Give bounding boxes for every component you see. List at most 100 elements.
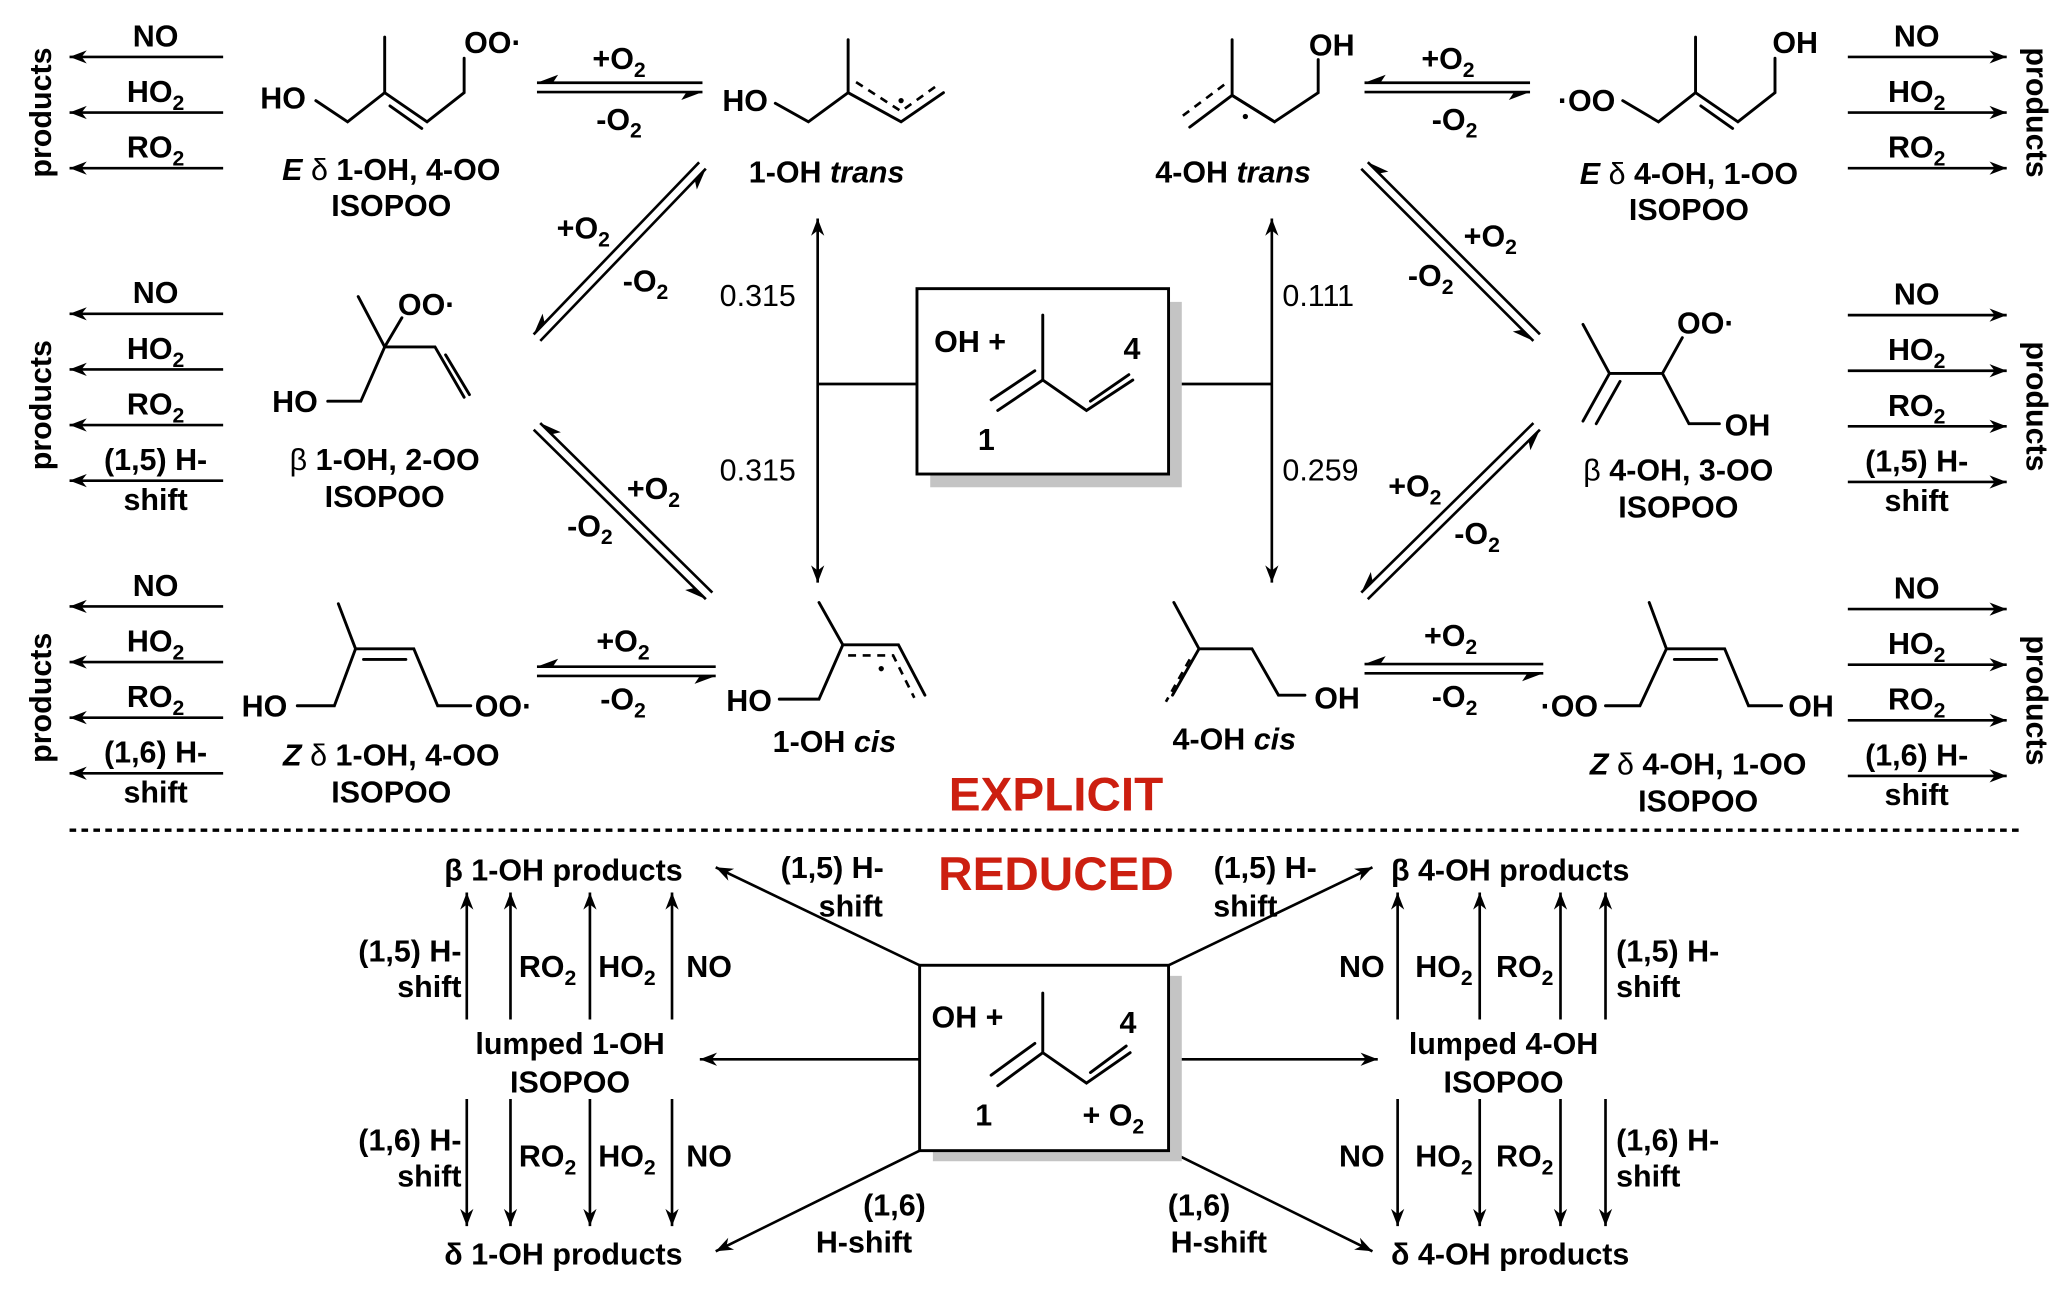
eq-forward-label: +O2 — [1421, 42, 1474, 82]
hydroxyl-label: OH — [1788, 689, 1834, 723]
isoprene-structure — [989, 991, 1132, 1088]
isopoo-e-delta-1oh: HO OO· E δ 1-OH, 4-OO ISOPOO — [260, 26, 521, 223]
eq-reverse-label: -O2 — [623, 264, 669, 304]
isopoo-z-delta-4oh: ·OO OH Z δ 4-OH, 1-OO ISOPOO — [1541, 601, 1834, 819]
arrowhead — [69, 766, 87, 780]
ratio-4oh-cis: 0.259 — [1282, 454, 1358, 488]
reagent-label: RO2 — [1496, 950, 1553, 990]
eq-forward-label: +O2 — [1388, 470, 1441, 510]
reagent-label: HO2 — [127, 624, 184, 664]
arrowhead — [811, 565, 825, 583]
arrowhead — [1989, 50, 2007, 64]
arrowhead — [1989, 658, 2007, 672]
isopoo-label-line2: ISOPOO — [331, 775, 451, 809]
product-arrow — [1847, 419, 2007, 433]
half-arrowhead — [1528, 429, 1540, 451]
lumped-4oh-label: lumped 4-OH — [1409, 1027, 1598, 1061]
half-arrowhead — [1361, 572, 1373, 593]
arrowhead — [1598, 892, 1613, 910]
reagent-label: NO — [133, 276, 179, 310]
beta-4oh-products: β 4-OH products — [1391, 854, 1629, 888]
carbon-4-label: 4 — [1120, 1006, 1137, 1040]
diagram-shapes — [69, 50, 2007, 1253]
reagent-label: HO2 — [1888, 627, 1945, 667]
product-arrow — [69, 105, 224, 120]
branch-arrow-1oh — [811, 218, 825, 583]
arrowhead — [460, 892, 474, 910]
reagent-label: NO — [1339, 1140, 1385, 1174]
half-arrowhead — [1367, 162, 1389, 174]
hydroxyl-label: OH — [1309, 29, 1355, 63]
reagent-label: RO2 — [1888, 389, 1945, 429]
peroxy-label: ·OO — [1541, 689, 1599, 723]
hydroxyl-label: OH — [1314, 681, 1360, 715]
lumped-1oh-arrow — [699, 1052, 920, 1066]
isopoo-e-delta-4oh: ·OO OH E δ 4-OH, 1-OO ISOPOO — [1558, 26, 1818, 227]
reagent-label: NO — [1339, 950, 1385, 984]
radical-label: 1-OH trans — [749, 156, 905, 190]
arrowhead — [69, 418, 87, 432]
peroxy-label: OO· — [475, 689, 532, 723]
peroxy-label: ·OO — [1558, 84, 1616, 118]
product-arrow — [69, 474, 224, 488]
arrowhead — [1473, 892, 1487, 910]
h15-shift-label-line2: shift — [819, 889, 883, 923]
reagent-label-line2: shift — [1616, 970, 1680, 1004]
peroxy-label: OO· — [464, 26, 522, 60]
h16-shift-label: (1,6) — [1168, 1189, 1231, 1223]
half-arrowhead — [694, 675, 716, 684]
reagent-label: RO2 — [519, 1140, 576, 1180]
vertical-arrow — [1473, 892, 1487, 1020]
product-arrow — [1847, 161, 2007, 175]
half-arrowhead — [533, 313, 545, 335]
arrowhead — [1265, 218, 1279, 236]
h16-shift-label-line2: H-shift — [816, 1226, 912, 1260]
products-label: products — [24, 633, 58, 763]
reactant-label: OH + — [934, 325, 1006, 359]
reagent-label: HO2 — [1415, 950, 1472, 990]
arrowhead — [1989, 308, 2007, 322]
reagent-label: NO — [686, 950, 732, 984]
vertical-arrow — [583, 892, 597, 1020]
product-arrow — [69, 307, 224, 321]
product-arrow — [69, 50, 224, 64]
h15-shift-label-line2: shift — [1213, 889, 1277, 923]
reagent-label-line2: shift — [397, 970, 461, 1004]
arrowhead — [583, 1208, 597, 1227]
isopoo-beta-4oh: OO· OH β 4-OH, 3-OO ISOPOO — [1581, 307, 1773, 525]
arrowhead — [69, 161, 87, 175]
arrowhead — [699, 1052, 718, 1066]
eq-reverse-label: -O2 — [596, 103, 642, 143]
product-arrow — [1847, 713, 2007, 727]
reagent-label: RO2 — [519, 950, 576, 990]
reagent-label: NO — [1894, 278, 1940, 312]
half-arrowhead — [694, 168, 706, 190]
lumped-1oh-label-line2: ISOPOO — [510, 1065, 630, 1099]
reagent-label: NO — [133, 569, 179, 603]
h15-arrow-1oh — [715, 866, 921, 967]
ratio-1oh-trans: 0.315 — [720, 279, 796, 313]
reverse-arrow — [1366, 161, 1541, 336]
reagent-label: HO2 — [1415, 1140, 1472, 1180]
reagent-label: RO2 — [1888, 683, 1945, 723]
eq-forward-label: +O2 — [1464, 219, 1517, 259]
half-arrowhead — [1364, 656, 1386, 665]
arrowhead — [1989, 769, 2007, 783]
reagent-label: (1,5) H- — [358, 934, 461, 968]
vertical-arrow — [1391, 1099, 1405, 1227]
product-arrow — [69, 418, 224, 432]
eq-forward-label: +O2 — [1424, 619, 1477, 659]
isopoo-label: Z δ 4-OH, 1-OO — [1589, 748, 1807, 782]
arrowhead — [1989, 475, 2007, 489]
arrowhead — [1391, 1208, 1405, 1227]
equilibrium-arrows — [1364, 74, 1531, 100]
product-arrow — [1847, 364, 2007, 378]
lumped-1oh-label: lumped 1-OH — [475, 1027, 664, 1061]
h16-arrow-1oh — [715, 1149, 921, 1253]
arrowhead — [1354, 1237, 1373, 1252]
radical-label: 4-OH trans — [1155, 156, 1311, 190]
products-label: products — [2020, 635, 2054, 765]
h15-shift-label: (1,5) H- — [781, 851, 884, 885]
reagent-label: RO2 — [127, 680, 184, 720]
half-arrowhead — [681, 92, 703, 100]
